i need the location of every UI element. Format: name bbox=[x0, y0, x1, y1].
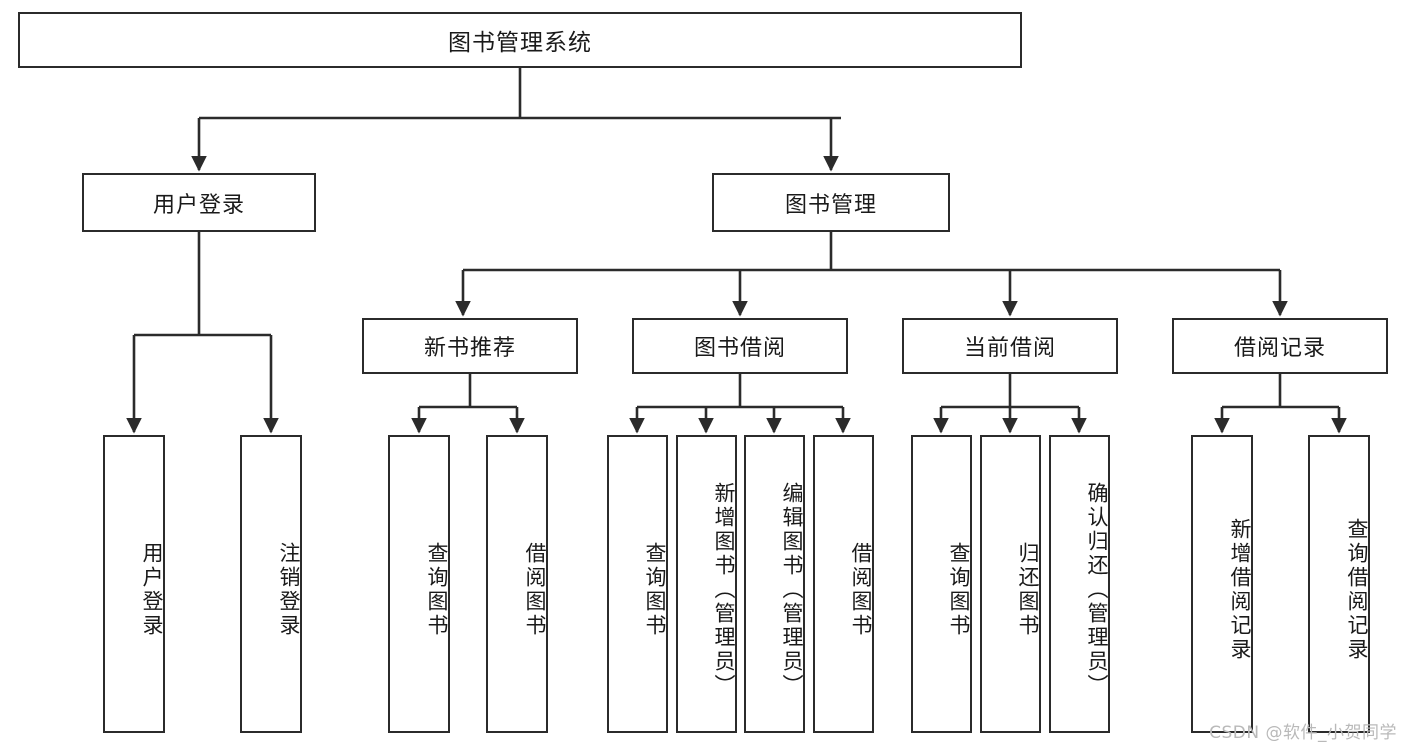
node-user-login[interactable]: 用户登录 bbox=[82, 173, 316, 232]
node-label: 查询借阅记录 bbox=[1345, 518, 1369, 662]
node-label: 新增借阅记录 bbox=[1228, 518, 1252, 662]
node-label: 用户登录 bbox=[140, 542, 164, 638]
node-label: 图书借阅 bbox=[693, 336, 786, 361]
node-leaf-borrow-book[interactable]: 借阅图书 bbox=[813, 435, 874, 733]
node-label: 编辑图书（管理员） bbox=[780, 482, 804, 698]
node-borrow-record[interactable]: 借阅记录 bbox=[1172, 318, 1388, 374]
node-label: 注销登录 bbox=[277, 542, 301, 638]
node-current-borrow[interactable]: 当前借阅 bbox=[902, 318, 1118, 374]
node-label: 新书推荐 bbox=[423, 336, 516, 361]
node-root-system[interactable]: 图书管理系统 bbox=[18, 12, 1022, 68]
node-label: 图书管理系统 bbox=[448, 30, 592, 56]
node-label: 确认归还（管理员） bbox=[1085, 482, 1109, 698]
node-leaf-add-book-admin[interactable]: 新增图书（管理员） bbox=[676, 435, 737, 733]
node-leaf-return-book[interactable]: 归还图书 bbox=[980, 435, 1041, 733]
watermark-text: CSDN @软件_小贺同学 bbox=[1209, 723, 1397, 743]
node-leaf-query-book-borrow[interactable]: 查询图书 bbox=[607, 435, 668, 733]
node-label: 用户登录 bbox=[152, 192, 245, 218]
node-leaf-add-borrow-record[interactable]: 新增借阅记录 bbox=[1191, 435, 1253, 733]
node-label: 借阅记录 bbox=[1233, 336, 1326, 361]
node-label: 借阅图书 bbox=[523, 542, 547, 638]
node-leaf-borrow-book-recommend[interactable]: 借阅图书 bbox=[486, 435, 548, 733]
node-label: 当前借阅 bbox=[963, 336, 1056, 361]
node-leaf-user-login[interactable]: 用户登录 bbox=[103, 435, 165, 733]
node-label: 借阅图书 bbox=[849, 542, 873, 638]
node-leaf-query-book-recommend[interactable]: 查询图书 bbox=[388, 435, 450, 733]
node-label: 查询图书 bbox=[425, 542, 449, 638]
node-leaf-query-borrow-record[interactable]: 查询借阅记录 bbox=[1308, 435, 1370, 733]
node-label: 图书管理 bbox=[784, 192, 877, 218]
node-leaf-query-book-current[interactable]: 查询图书 bbox=[911, 435, 972, 733]
node-book-borrow[interactable]: 图书借阅 bbox=[632, 318, 848, 374]
node-new-book-recommend[interactable]: 新书推荐 bbox=[362, 318, 578, 374]
node-leaf-edit-book-admin[interactable]: 编辑图书（管理员） bbox=[744, 435, 805, 733]
node-label: 归还图书 bbox=[1016, 542, 1040, 638]
node-label: 新增图书（管理员） bbox=[712, 482, 736, 698]
node-leaf-logout[interactable]: 注销登录 bbox=[240, 435, 302, 733]
node-label: 查询图书 bbox=[947, 542, 971, 638]
node-book-management[interactable]: 图书管理 bbox=[712, 173, 950, 232]
node-label: 查询图书 bbox=[643, 542, 667, 638]
node-leaf-confirm-return-admin[interactable]: 确认归还（管理员） bbox=[1049, 435, 1110, 733]
